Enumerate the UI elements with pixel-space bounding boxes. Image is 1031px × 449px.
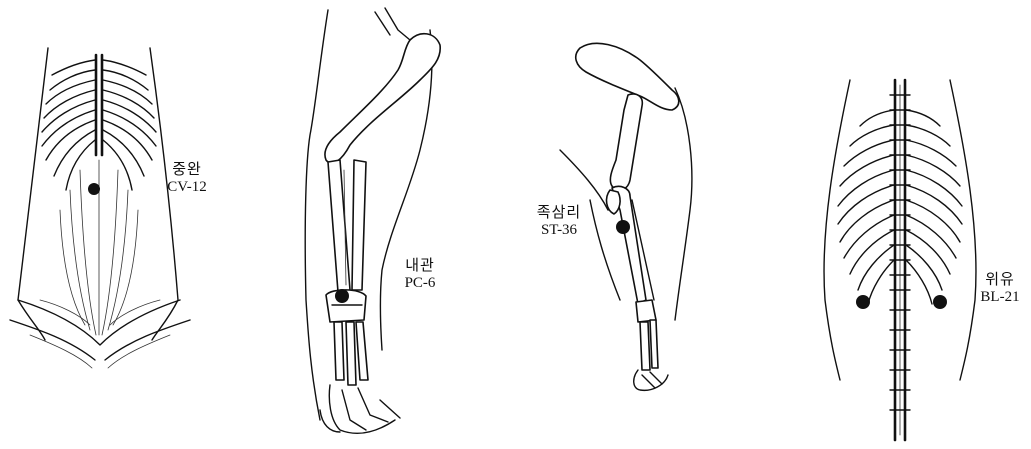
acupoint-dot-bl21-right: [933, 295, 947, 309]
acupoint-code: BL-21: [970, 288, 1030, 306]
acupoint-dot-st36: [616, 220, 630, 234]
panel-bl21: 위유 BL-21: [790, 0, 1031, 444]
acupoint-name-ko: 위유: [970, 270, 1030, 288]
forelimb-illustration: [270, 0, 490, 444]
label-st36: 족삼리 ST-36: [524, 203, 594, 239]
acupoint-dot-pc6: [335, 289, 349, 303]
acupoint-name-ko: 족삼리: [524, 203, 594, 221]
ribs-right: [906, 110, 962, 304]
ventral-abdomen-illustration: [0, 0, 240, 444]
acupoint-dot-bl21-left: [856, 295, 870, 309]
panel-pc6: 내관 PC-6: [270, 0, 490, 444]
ribs-left: [838, 110, 894, 304]
dorsal-back-illustration: [790, 0, 1031, 444]
acupoint-name-ko: 내관: [390, 256, 450, 274]
acupoint-dot-cv12: [88, 183, 100, 195]
label-pc6: 내관 PC-6: [390, 256, 450, 292]
ribs-right: [103, 60, 156, 190]
acupoint-name-ko: 중완: [152, 160, 222, 178]
acupoint-code: CV-12: [152, 178, 222, 196]
panel-st36: 족삼리 ST-36: [520, 0, 750, 444]
ribs-left: [42, 60, 95, 190]
label-bl21: 위유 BL-21: [970, 270, 1030, 306]
panel-cv12: 중완 CV-12: [0, 0, 240, 444]
label-cv12: 중완 CV-12: [152, 160, 222, 196]
acupoint-code: ST-36: [524, 221, 594, 239]
acupoint-code: PC-6: [390, 274, 450, 292]
